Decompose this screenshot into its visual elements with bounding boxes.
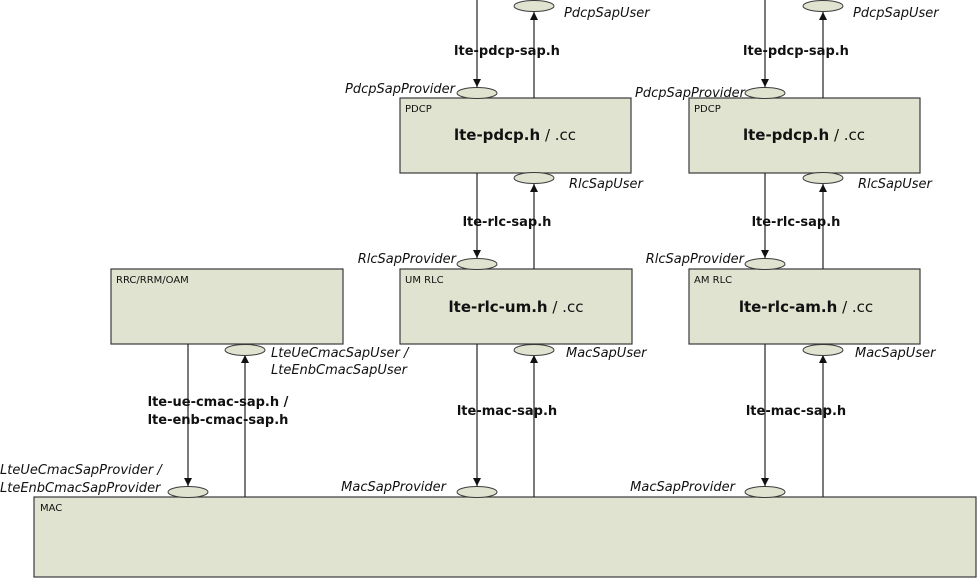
header-rlc-sap-left: lte-rlc-sap.h [463, 215, 552, 230]
label-cmac-user-line1: LteUeCmacSapUser / [271, 346, 410, 361]
sap-mac-provider-right [744, 486, 786, 498]
am-rlc-block: AM RLC lte-rlc-am.h / .cc [688, 268, 921, 345]
sap-rlc-provider-right [744, 258, 786, 270]
label-mac-provider-left: MacSapProvider [341, 480, 447, 495]
header-pdcp-sap-left: lte-pdcp-sap.h [454, 44, 560, 59]
rrc-tag: RRC/RRM/OAM [116, 275, 189, 286]
sap-pdcp-user-right [802, 0, 844, 12]
label-rlc-provider-right: RlcSapProvider [646, 252, 746, 267]
header-pdcp-sap-right: lte-pdcp-sap.h [743, 44, 849, 59]
mac-tag: MAC [40, 503, 62, 514]
label-rlc-provider-left: RlcSapProvider [358, 252, 458, 267]
header-mac-sap-right: lte-mac-sap.h [746, 404, 846, 419]
label-pdcp-user-left: PdcpSapUser [564, 6, 651, 21]
sap-rlc-user-right [802, 172, 844, 184]
pdcp-left-tag: PDCP [405, 104, 432, 115]
sap-pdcp-provider-left [456, 87, 498, 99]
um-rlc-title: lte-rlc-um.h / .cc [449, 298, 584, 316]
connectors [184, 0, 827, 497]
pdcp-left-title: lte-pdcp.h / .cc [454, 126, 576, 144]
label-cmac-provider-line1: LteUeCmacSapProvider / [0, 463, 163, 478]
sap-labels: PdcpSapUser PdcpSapUser PdcpSapProvider … [0, 6, 940, 496]
label-rlc-user-left: RlcSapUser [569, 177, 645, 192]
header-cmac-sap-line1: lte-ue-cmac-sap.h / [148, 395, 289, 410]
label-mac-user-left: MacSapUser [566, 346, 648, 361]
label-cmac-provider-line2: LteEnbCmacSapProvider [0, 481, 162, 496]
label-mac-provider-right: MacSapProvider [630, 480, 736, 495]
sap-rlc-user-left [513, 172, 555, 184]
label-rlc-user-right: RlcSapUser [858, 177, 934, 192]
sap-mac-user-right [802, 344, 844, 356]
label-pdcp-provider-right: PdcpSapProvider [635, 86, 747, 101]
rrc-rrm-oam-block: RRC/RRM/OAM [110, 268, 344, 345]
sap-mac-user-left [513, 344, 555, 356]
pdcp-block-right: PDCP lte-pdcp.h / .cc [688, 97, 921, 174]
sap-ellipses [167, 0, 844, 498]
sap-pdcp-provider-right [744, 87, 786, 99]
sap-mac-provider-left [456, 486, 498, 498]
label-cmac-user-line2: LteEnbCmacSapUser [271, 363, 409, 378]
header-labels: lte-pdcp-sap.h lte-pdcp-sap.h lte-rlc-sa… [148, 44, 849, 428]
header-rlc-sap-right: lte-rlc-sap.h [752, 215, 841, 230]
header-cmac-sap-line2: lte-enb-cmac-sap.h [148, 413, 289, 428]
label-pdcp-user-right: PdcpSapUser [853, 6, 940, 21]
um-rlc-tag: UM RLC [405, 275, 444, 286]
label-pdcp-provider-left: PdcpSapProvider [345, 82, 457, 97]
sap-cmac-user [224, 344, 266, 356]
pdcp-right-title: lte-pdcp.h / .cc [743, 126, 865, 144]
am-rlc-tag: AM RLC [694, 275, 732, 286]
pdcp-right-tag: PDCP [694, 104, 721, 115]
am-rlc-title: lte-rlc-am.h / .cc [739, 298, 873, 316]
sap-pdcp-user-left [513, 0, 555, 12]
sap-rlc-provider-left [456, 258, 498, 270]
pdcp-block-left: PDCP lte-pdcp.h / .cc [399, 97, 632, 174]
mac-block: MAC [33, 496, 977, 578]
sap-cmac-provider [167, 486, 209, 498]
um-rlc-block: UM RLC lte-rlc-um.h / .cc [399, 268, 633, 345]
header-mac-sap-left: lte-mac-sap.h [457, 404, 557, 419]
label-mac-user-right: MacSapUser [855, 346, 937, 361]
